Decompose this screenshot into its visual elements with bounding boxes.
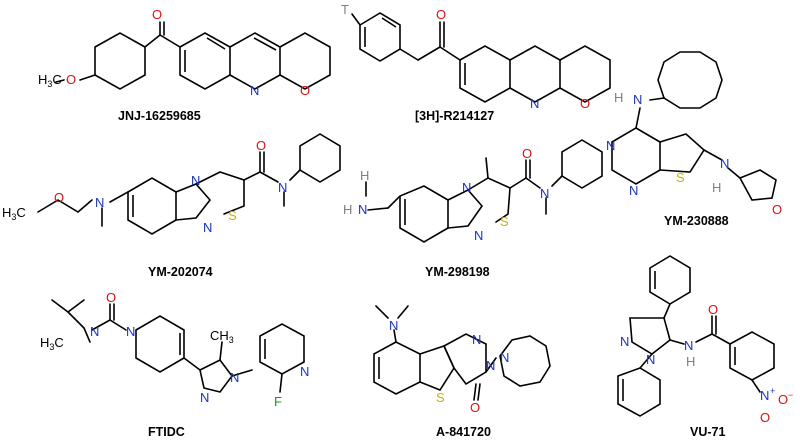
molecule-vu-71: N N N H O N + O − O xyxy=(617,255,793,425)
atom-n-bridge: N xyxy=(191,173,200,188)
label-ym-298198: YM-298198 xyxy=(425,265,490,279)
atom-h-2: H xyxy=(343,202,352,217)
label-ftidc: FTIDC xyxy=(148,425,185,439)
atom-o-methoxy: O xyxy=(66,72,76,87)
atom-h-amide: H xyxy=(686,354,695,369)
atom-s: S xyxy=(436,390,445,405)
atom-f: F xyxy=(274,394,282,409)
atom-n-pyrazole-1: N xyxy=(620,334,629,349)
nitro-minus: − xyxy=(788,390,793,400)
atom-o-ring: O xyxy=(580,96,590,111)
atom-h-1: H xyxy=(360,168,369,183)
atom-n-amine: N xyxy=(358,202,367,217)
atom-n-pyrazole-2: N xyxy=(646,352,655,367)
atom-o-urea: O xyxy=(106,290,116,305)
atom-n-urea: N xyxy=(90,324,99,339)
label-r214127: [3H]-R214127 xyxy=(415,109,494,123)
label-a-841720: A-841720 xyxy=(436,425,491,439)
atom-n-ring: N xyxy=(203,220,212,235)
atom-o-thf: O xyxy=(772,202,782,217)
molecule-ftidc: H3C N O N N N N F CH3 xyxy=(40,290,309,409)
label-ym-202074: YM-202074 xyxy=(148,265,213,279)
atom-n-bridge: N xyxy=(462,180,471,195)
ftidc-h3c-sub: 3 xyxy=(49,342,54,352)
atom-s: S xyxy=(676,170,685,185)
atom-n-ring-1: N xyxy=(606,138,615,153)
atom-n-pyrimidine-1: N xyxy=(472,332,481,347)
molecule-ym-230888: H N N N S N H O xyxy=(606,51,782,217)
atom-n-pyrimidine-2: N xyxy=(486,358,495,373)
atom-n-amine: N xyxy=(633,92,642,107)
atom-n-linker: N xyxy=(720,156,729,171)
svg-text:H3C: H3C xyxy=(40,335,64,352)
h3c-h: H xyxy=(2,205,11,220)
atom-o-nitro-1: O xyxy=(778,392,788,407)
atom-o-amide: O xyxy=(522,146,532,161)
methyl-sub: 3 xyxy=(47,79,52,89)
atom-n-amide: N xyxy=(684,338,693,353)
label-ym-230888: YM-230888 xyxy=(664,214,729,228)
atom-o-amide: O xyxy=(708,302,718,317)
atom-n-ring: N xyxy=(530,96,539,111)
atom-n-ring: N xyxy=(250,83,259,98)
atom-n-triazole-2: N xyxy=(200,390,209,405)
atom-n-nitro: N xyxy=(760,388,769,403)
svg-text:CH3: CH3 xyxy=(210,328,234,345)
atom-n-ring-2: N xyxy=(629,183,638,198)
molecule-ym-298198: H H N N N S O N xyxy=(343,139,603,243)
atom-h-linker: H xyxy=(712,180,721,195)
atom-s: S xyxy=(500,214,509,229)
label-jnj-16259685: JNJ-16259685 xyxy=(118,109,201,123)
molecule-a-841720: N S N N N O xyxy=(373,305,551,415)
molecule-jnj-16259685: O N O O H3C xyxy=(38,7,331,98)
label-vu-71: VU-71 xyxy=(690,425,725,439)
atom-o-amide: O xyxy=(256,138,266,153)
atom-n-amide: N xyxy=(278,180,287,195)
atom-n-triazole-1: N xyxy=(230,370,239,385)
atom-h: H xyxy=(614,90,623,105)
atom-n-amide: N xyxy=(540,186,549,201)
atom-n-dimethylamine: N xyxy=(389,318,398,333)
ftidc-h3c-h: H xyxy=(40,335,49,350)
atom-n-ring: N xyxy=(474,228,483,243)
molecule-r214127: T O N O xyxy=(341,2,611,111)
atom-n-azepane: N xyxy=(500,350,509,365)
atom-o-ring: O xyxy=(300,83,310,98)
atom-o-nitro-2: O xyxy=(760,410,770,425)
atom-n-piperidine: N xyxy=(126,324,135,339)
h3c-sub: 3 xyxy=(11,212,16,222)
atom-s: S xyxy=(228,208,237,223)
svg-text:H3C: H3C xyxy=(2,205,26,222)
atom-tritium: T xyxy=(341,2,349,17)
ftidc-ch3: CH xyxy=(210,328,229,343)
nitro-plus: + xyxy=(770,386,775,396)
atom-o-carbonyl: O xyxy=(436,7,446,22)
ftidc-ch3-sub: 3 xyxy=(229,335,234,345)
atom-n-amine: N xyxy=(95,195,104,210)
svg-text:H3C: H3C xyxy=(38,72,62,89)
methyl-h: H xyxy=(38,72,47,87)
atom-o-carbonyl: O xyxy=(470,400,480,415)
atom-o-ether: O xyxy=(54,190,64,205)
atom-n-pyridine: N xyxy=(300,364,309,379)
molecule-ym-202074: H3C O N N N S O N xyxy=(2,133,341,235)
atom-o-carbonyl: O xyxy=(152,7,162,22)
